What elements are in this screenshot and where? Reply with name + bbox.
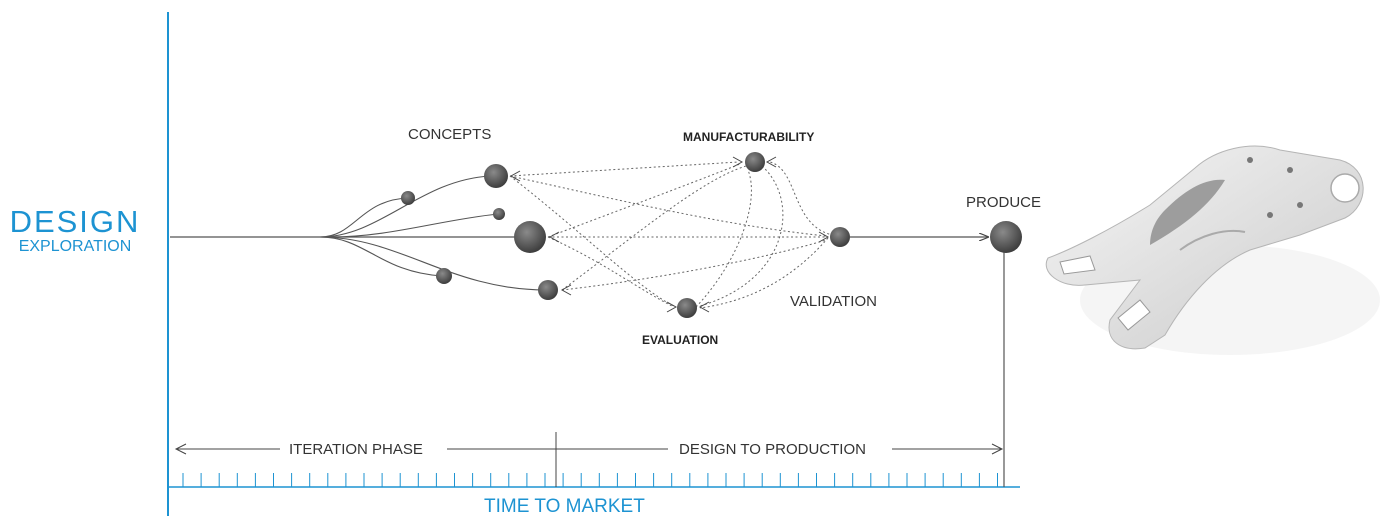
iteration-arrowheads xyxy=(509,156,830,313)
iteration-links xyxy=(509,161,839,309)
manufacturability-label: MANUFACTURABILITY xyxy=(683,130,815,144)
concept-node-top xyxy=(484,164,508,188)
concept-node-main xyxy=(514,221,546,253)
design-to-production-label: DESIGN TO PRODUCTION xyxy=(679,441,866,458)
manufacturability-node xyxy=(745,152,765,172)
engineered-bracket-part-render xyxy=(1045,145,1380,355)
produce-node xyxy=(990,221,1022,253)
iteration-phase-arrowhead xyxy=(174,443,187,455)
production-arrowhead xyxy=(991,443,1004,455)
validation-node xyxy=(830,227,850,247)
concept-branches xyxy=(319,175,547,291)
concept-nodes xyxy=(401,164,558,300)
concept-node-small-a xyxy=(401,191,415,205)
concept-node-small-c xyxy=(436,268,452,284)
evaluation-label: EVALUATION xyxy=(642,333,719,347)
y-axis-title: DESIGN xyxy=(9,204,141,239)
produce-label: PRODUCE xyxy=(966,194,1042,211)
y-axis-subtitle: EXPLORATION xyxy=(18,238,132,255)
iteration-phase-label: ITERATION PHASE xyxy=(289,441,423,458)
concepts-label: CONCEPTS xyxy=(408,126,492,143)
concept-node-small-b xyxy=(493,208,505,220)
timeline-ticks xyxy=(182,473,998,487)
x-axis-title: TIME TO MARKET xyxy=(484,496,645,517)
concept-node-bottom xyxy=(538,280,558,300)
validation-label: VALIDATION xyxy=(790,293,877,310)
design-exploration-title: DESIGN EXPLORATION xyxy=(0,206,150,255)
evaluation-node xyxy=(677,298,697,318)
